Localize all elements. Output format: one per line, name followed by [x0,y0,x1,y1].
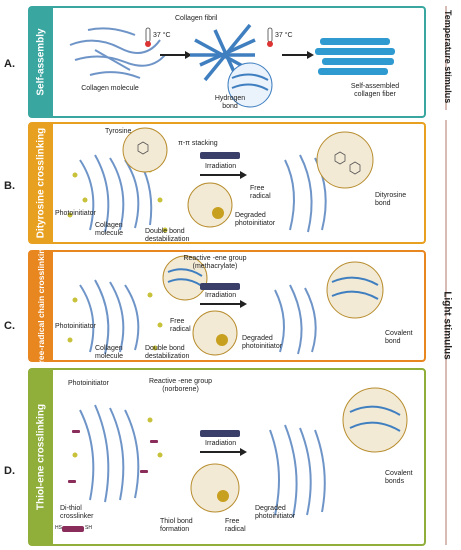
c-free-radical-label: Free radical [170,318,191,333]
b-double-label: Double bond destabilization [145,228,190,243]
d-reactive-label: Reactive -ene group (norborene) [148,378,213,393]
panel-b-letter: B. [4,180,15,192]
c-photoinit-label: Photoinitiator [55,323,96,330]
c-covalent-label: Covalent bond [385,330,413,345]
d-hs1-label: HS [55,525,62,531]
panel-b-tab: Dityrosine crosslinking [29,123,53,243]
d-irradiation-label: Irradiation [205,440,237,447]
d-covalent-label: Covalent bonds [385,470,413,485]
c-collagen-label: Collagen molecule [95,345,124,360]
b-tyrosine-label: Tyrosine [105,128,132,135]
b-degraded-label: Degraded photoinitiator [235,212,276,227]
c-degraded-label: Degraded photoinitiator [242,335,283,350]
d-hs2-label: SH [85,525,92,531]
c-irradiation-label: Irradiation [205,292,237,299]
d-degraded-label: Degraded photoinitiator [255,505,296,520]
a-fibril-label: Collagen fibril [175,15,218,22]
d-free-radical-label: Free radical [225,518,246,533]
panel-d-tab: Thiol-ene crosslinking [29,369,53,545]
panel-a-letter: A. [4,58,15,70]
a-fiber-label: Self-assembled collagen fiber [350,83,400,98]
b-dityrosine-label: Dityrosine bond [375,192,407,207]
d-dithiol-label: Di-thiol crosslinker [60,505,94,520]
b-photoinit-label: Photoinitiator [55,210,96,217]
a-temp1-label: 37 °C [153,32,171,39]
d-thiol-label: Thiol bond formation [160,518,193,533]
c-double-label: Double bond destabilization [145,345,190,360]
a-collagen-molecule-label: Collagen molecule [81,85,139,92]
panel-d-letter: D. [4,465,15,477]
b-collagen-label: Collagen molecule [95,222,124,237]
a-hbond-label: Hydrogen bond [214,95,246,110]
b-free-radical-label: Free radical [250,185,271,200]
c-reactive-label: Reactive -ene group (methacrylate) [183,255,247,270]
d-photoinit-label: Photoinitiator [68,380,109,387]
panel-c-tab: Free-radical chain crosslinking [29,243,53,369]
b-irradiation-label: Irradiation [205,163,237,170]
panel-a-tab: Self-assembly [29,7,53,117]
panel-c-letter: C. [4,320,15,332]
b-pipi-label: π-π stacking [178,140,218,147]
a-temp2-label: 37 °C [275,32,293,39]
